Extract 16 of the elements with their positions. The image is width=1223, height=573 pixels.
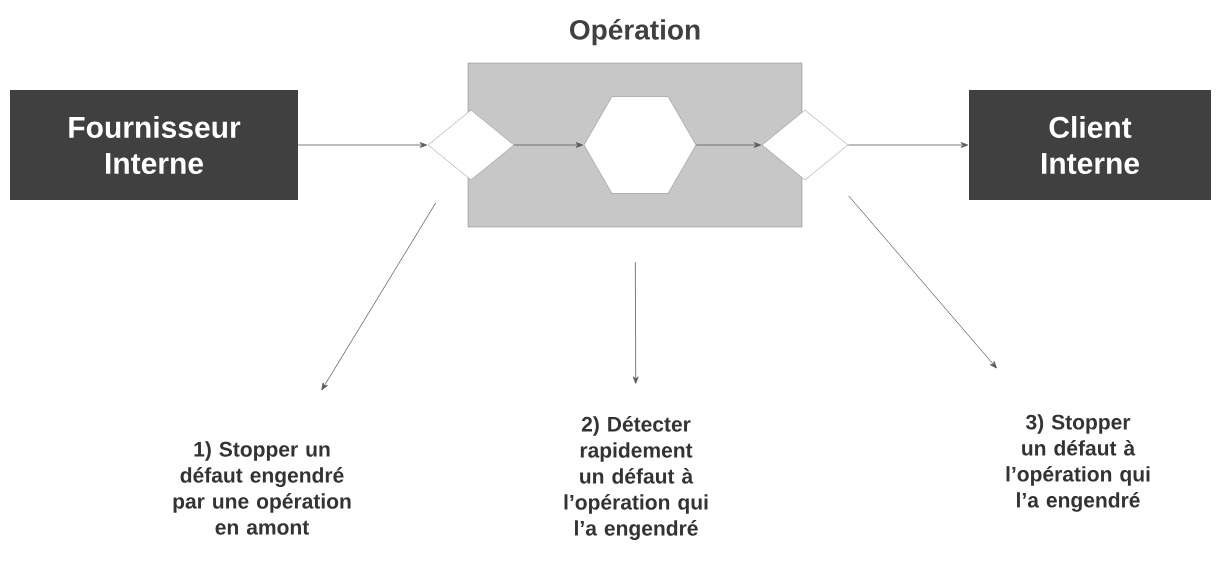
arrow — [297, 142, 428, 148]
step-text: 3) Stopper un défaut à l’opération qui l’a engendré — [1006, 414, 1150, 512]
arrow — [513, 142, 584, 148]
node-label: Opération — [570, 18, 700, 46]
decision-diamond — [427, 109, 515, 181]
decision-diamond — [761, 109, 849, 181]
arrow — [321, 202, 437, 391]
arrow — [848, 195, 997, 369]
operation-hexagon — [583, 96, 697, 194]
arrow — [632, 261, 639, 384]
step-text: 1) Stopper un défaut engendré par une opération en amont — [173, 441, 351, 535]
customer-box: Client Interne — [969, 90, 1211, 200]
arrow — [847, 142, 969, 148]
arrow — [695, 142, 762, 148]
supplier-box: Fournisseur Interne — [10, 90, 298, 200]
step-text: 2) Détecter rapidement un défaut à l’opération qui l’a engendré — [564, 416, 708, 540]
